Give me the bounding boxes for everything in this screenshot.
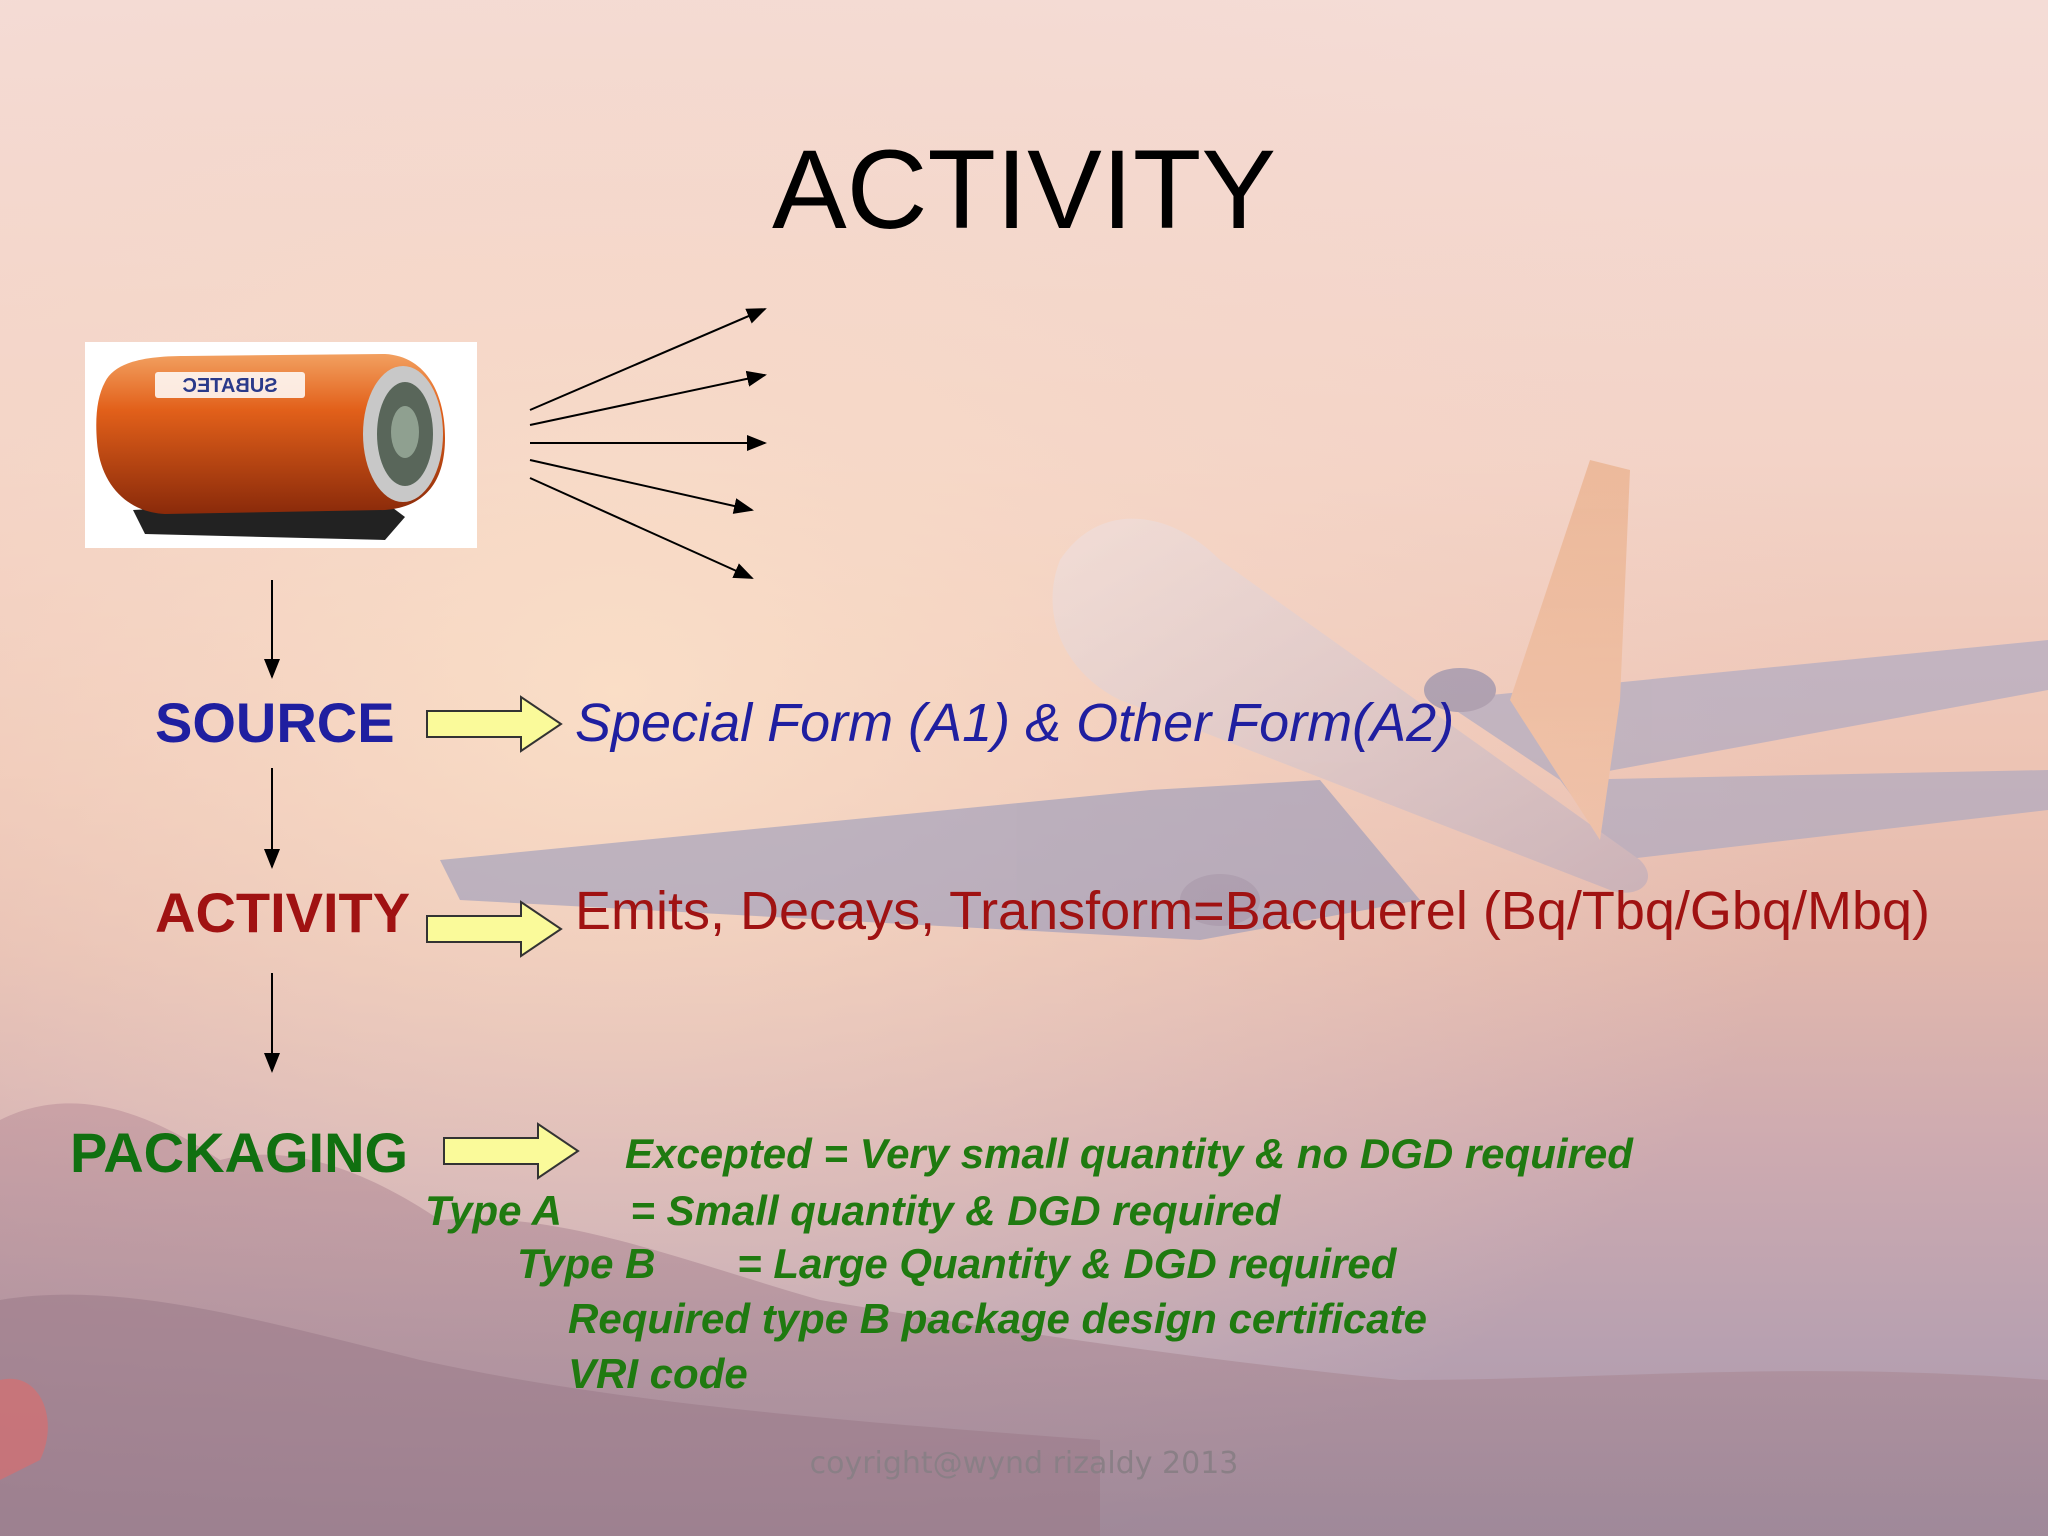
packaging-line-excepted: Excepted = Very small quantity & no DGD … (625, 1130, 1633, 1177)
radiation-rays (529, 308, 767, 579)
block-arrow-icon (426, 695, 563, 753)
ray-arrow (529, 370, 767, 426)
footer-copyright: coyright@wynd rizaldy 2013 (809, 1446, 1239, 1481)
ray-arrow (529, 308, 767, 411)
packaging-label: PACKAGING (70, 1121, 409, 1184)
ray-arrow (529, 477, 754, 579)
packaging-line-type-b: Type B = Large Quantity & DGD required (517, 1240, 1397, 1287)
flow-down-arrows (264, 580, 280, 1073)
packaging-line-type-a: Type A = Small quantity & DGD required (425, 1187, 1281, 1234)
block-arrow-icon (443, 1122, 580, 1180)
source-description: Special Form (A1) & Other Form(A2) (575, 693, 1455, 753)
packaging-line-certificate: Required type B package design certifica… (568, 1295, 1427, 1342)
block-arrow-icon (426, 900, 563, 958)
ray-arrow (529, 459, 754, 514)
source-label: SOURCE (155, 691, 395, 754)
packaging-line-vri: VRI code (568, 1350, 748, 1397)
radiation-source-device-icon: SUBATEC (85, 342, 477, 548)
activity-label: ACTIVITY (155, 881, 411, 944)
device-brand-label: SUBATEC (182, 375, 277, 397)
slide-title: ACTIVITY (771, 127, 1277, 252)
activity-description: Emits, Decays, Transform=Bacquerel (Bq/T… (575, 881, 1931, 941)
